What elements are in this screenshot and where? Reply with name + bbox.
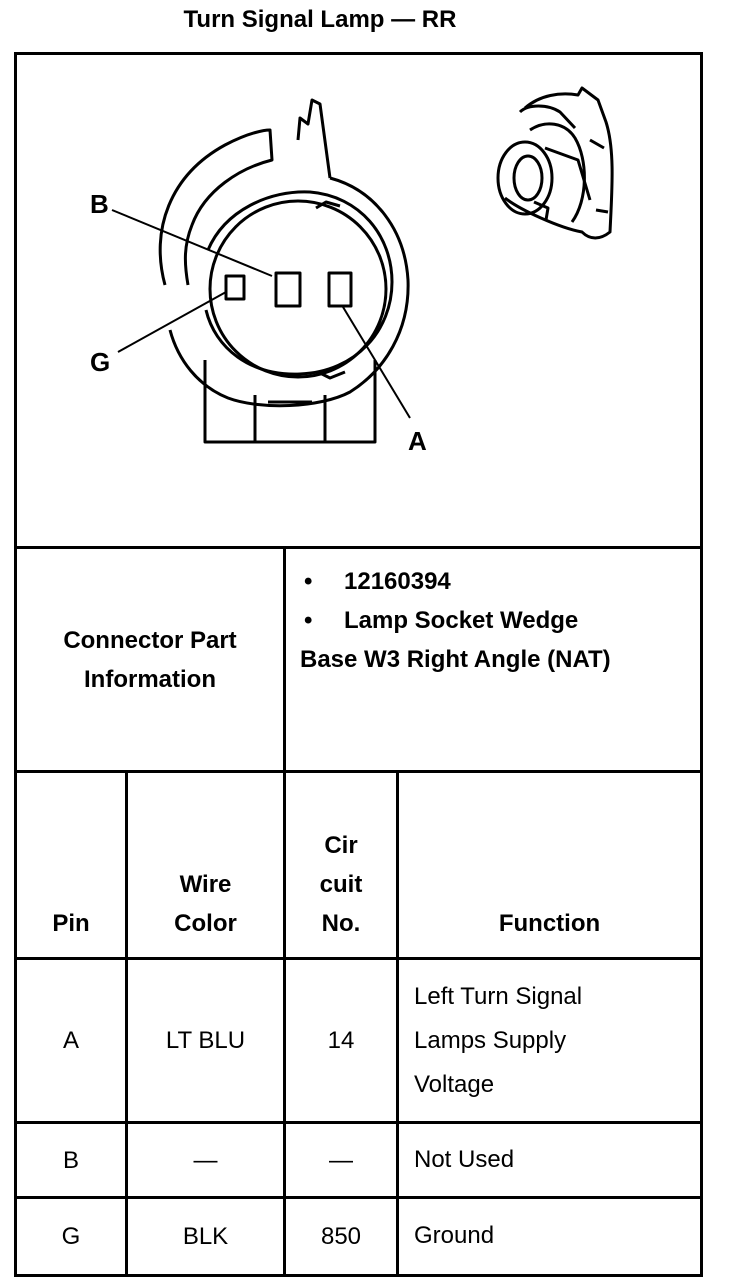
divider xyxy=(283,546,286,1277)
function-line: Voltage xyxy=(414,1071,495,1098)
bullet: • xyxy=(304,607,313,634)
row-a-pin: A xyxy=(62,1027,79,1054)
function-line: Lamps Supply xyxy=(414,1027,567,1054)
row-g-pin: G xyxy=(61,1223,81,1250)
header-function: Function xyxy=(399,773,700,957)
row-a-circuit: 14 xyxy=(327,1027,355,1054)
divider xyxy=(396,770,399,1277)
bullet: • xyxy=(304,568,313,595)
header-pin-text: Pin xyxy=(52,910,90,937)
pin-g-callout: G xyxy=(90,347,110,377)
header-circuit-no: Cir cuit No. xyxy=(286,773,396,957)
function-line: Not Used xyxy=(414,1146,515,1173)
label-line: Information xyxy=(84,665,216,693)
row-a-wire-color: LT BLU xyxy=(165,1027,246,1054)
connector-face-diagram: B G A xyxy=(90,86,614,456)
pin-a-callout: A xyxy=(408,426,427,456)
divider xyxy=(125,770,128,1277)
row-a-function: Left Turn Signal Lamps Supply Voltage xyxy=(414,975,582,1107)
pin-b-callout: B xyxy=(90,189,109,219)
row-b-wire-color: — xyxy=(193,1146,218,1174)
row-g-wire-color: BLK xyxy=(182,1223,229,1250)
divider xyxy=(14,957,703,960)
header-function-text: Function xyxy=(498,910,601,937)
function-line: Ground xyxy=(414,1222,495,1249)
row-b-circuit: — xyxy=(329,1146,353,1174)
divider xyxy=(14,546,703,549)
part-description: Lamp Socket Wedge xyxy=(344,607,579,634)
label-line: Connector Part xyxy=(63,626,237,654)
header-circuit-line: Cir xyxy=(324,832,358,859)
divider xyxy=(14,1121,703,1124)
part-number: 12160394 xyxy=(344,568,451,595)
connector-part-info-values: • 12160394 • Lamp Socket Wedge Base W3 Rig… xyxy=(300,562,700,679)
header-circuit-line: No. xyxy=(321,910,361,937)
header-wire-line: Wire xyxy=(179,871,232,898)
page-title: Turn Signal Lamp — RR xyxy=(183,6,457,33)
header-wire-line: Color xyxy=(174,910,237,937)
row-b-pin: B xyxy=(62,1146,79,1174)
divider xyxy=(14,770,703,773)
row-g-function: Ground xyxy=(414,1214,494,1258)
row-b-function: Not Used xyxy=(414,1138,514,1182)
connector-table-frame xyxy=(14,52,703,1277)
row-g-circuit: 850 xyxy=(320,1223,362,1250)
header-circuit-line: cuit xyxy=(319,871,363,898)
part-description-continued: Base W3 Right Angle (NAT) xyxy=(300,646,611,673)
header-wire-color: Wire Color xyxy=(128,773,283,957)
divider xyxy=(14,1196,703,1199)
header-pin: Pin xyxy=(17,773,125,957)
function-line: Left Turn Signal xyxy=(414,983,583,1010)
connector-part-info-label: Connector Part Information xyxy=(17,549,283,770)
